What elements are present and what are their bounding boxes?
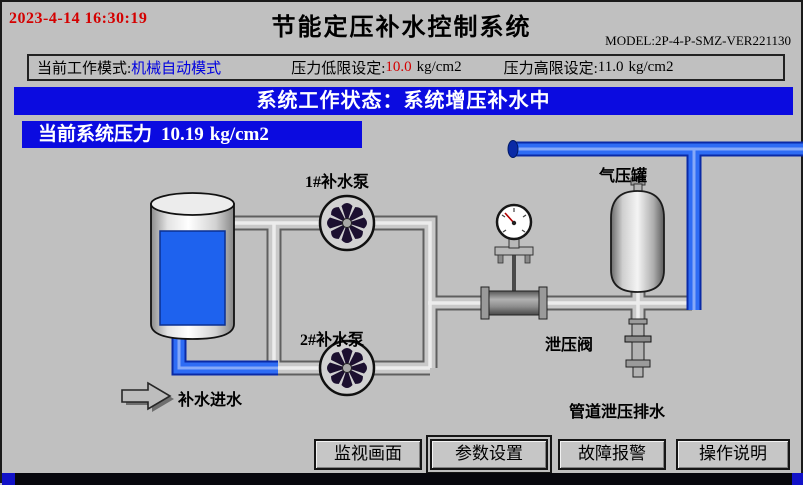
blue-pipes [171,140,803,376]
gauge-needle [504,212,515,224]
gray-pipes [228,215,692,376]
air-tank [610,177,665,293]
low-limit-unit: kg/cm2 [416,59,462,75]
inlet-arrow [121,381,174,412]
pressure-gauge [494,203,534,292]
air-tank-label: 气压罐 [599,168,648,185]
parameter-settings-button[interactable]: 参数设置 [426,435,552,474]
work-mode-value: 机械自动模式 [131,61,222,77]
inlet-label: 补水进水 [178,392,243,409]
pressure-label: 当前系统压力 [38,124,153,145]
pump1-label: 1#补水泵 [305,174,370,191]
storage-tank [150,192,235,340]
clock-timestamp: 2023-4-14 16:30:19 [9,10,148,27]
low-limit-label: 压力低限设定: [291,61,386,77]
status-label: 系统工作状态： [256,90,404,112]
pressure-value: 10.19 [161,124,204,145]
operation-guide-button[interactable]: 操作说明 [676,439,790,470]
model-number: MODEL:2P-4-P-SMZ-VER221130 [605,33,791,48]
high-limit-label: 压力高限设定: [503,61,598,77]
pressure-unit: kg/cm2 [209,124,269,145]
bezel-corner-left [2,473,15,485]
fault-alarm-button[interactable]: 故障报警 [558,439,666,470]
pump2-label: 2#补水泵 [300,332,365,349]
pipe-flange-section [480,286,548,320]
monitor-screen-button[interactable]: 监视画面 [314,439,422,470]
drain-label: 管道泄压排水 [569,404,666,421]
relief-valve-label: 泄压阀 [545,337,594,354]
high-limit-unit: kg/cm2 [628,59,674,75]
page-title: 节能定压补水控制系统 [271,15,532,41]
settings-bar: 当前工作模式: 机械自动模式 压力低限设定: 10.0 kg/cm2 压力高限设… [27,54,785,81]
tank-water-level [159,230,226,326]
bottom-bezel [2,473,803,485]
bezel-corner-right [792,473,803,485]
system-status-banner: 系统工作状态：系统增压补水中 [14,87,793,115]
status-value: 系统增压补水中 [403,90,551,112]
pipe-end-cap [507,140,519,158]
high-limit-value: 11.0 [597,59,624,75]
low-limit-value: 10.0 [385,59,412,75]
relief-valve [624,318,652,378]
work-mode-label: 当前工作模式: [37,61,132,77]
pump-1 [318,194,376,252]
